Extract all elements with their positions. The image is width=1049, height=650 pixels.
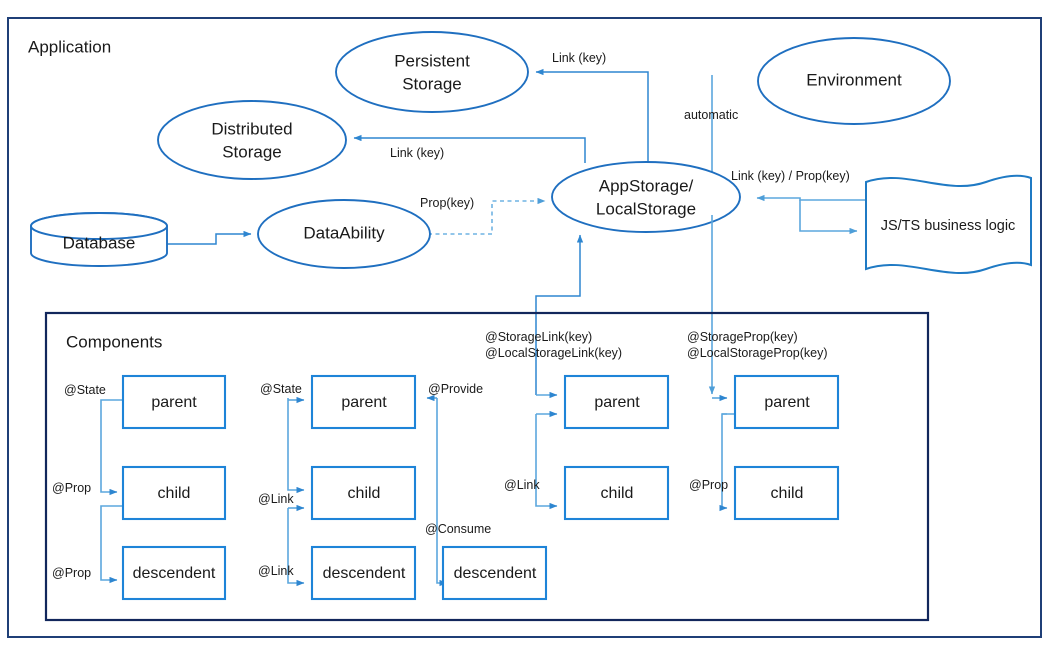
decorator-label-c2-link-descendent: @Link (258, 564, 294, 578)
distributed-storage-label-line2: Storage (222, 142, 282, 161)
c4-child-rect (733, 465, 840, 521)
component-box-c3-child[interactable]: child (563, 465, 670, 521)
component-box-c1-descendent[interactable]: descendent (121, 545, 227, 601)
appstorage-ellipse (551, 161, 741, 233)
edge-appstorage-to-persistent-storage (535, 68, 649, 163)
node-persistent-storage[interactable]: Persistent Storage (335, 31, 529, 113)
components-title: Components (66, 332, 162, 351)
node-distributed-storage[interactable]: Distributed Storage (157, 100, 347, 180)
component-box-c4-parent[interactable]: parent (733, 374, 840, 430)
edge-dataability-to-appstorage (428, 197, 546, 235)
database-cylinder-top (30, 212, 168, 240)
decorator-label-c2-link-child: @Link (258, 492, 294, 506)
component-box-c2-descendent[interactable]: descendent (310, 545, 417, 601)
component-box-c4-child[interactable]: child (733, 465, 840, 521)
c1-descendent-label: descendent (133, 565, 216, 582)
decorator-label-c3-link: @Link (504, 478, 540, 492)
dataability-label: DataAbility (303, 223, 385, 242)
storage-link-label-line1: @StorageLink(key) (485, 330, 592, 344)
c4-parent-rect (733, 374, 840, 430)
storage-prop-label-line2: @LocalStorageProp(key) (687, 346, 828, 360)
edge-label-dataability-prop: Prop(key) (420, 196, 474, 210)
business-logic-wave-shape (865, 174, 1032, 274)
decorator-label-c1-state: @State (64, 383, 106, 397)
edge-storagelink-to-appstorage (535, 234, 584, 395)
decorator-label-c4-prop: @Prop (689, 478, 728, 492)
storage-link-label-line2: @LocalStorageLink(key) (485, 346, 622, 360)
edge-database-to-dataability (167, 230, 252, 245)
application-title: Application (28, 37, 111, 56)
appstorage-label-line1: AppStorage/ (599, 176, 694, 195)
business-logic-label: JS/TS business logic (881, 218, 1016, 234)
c1-child-label: child (158, 485, 191, 502)
components-frame (44, 311, 930, 622)
component-box-c3-parent[interactable]: parent (563, 374, 670, 430)
distributed-storage-label-line1: Distributed (211, 119, 292, 138)
decorator-label-c2-consume: @Consume (425, 522, 491, 536)
appstorage-label-line2: LocalStorage (596, 199, 696, 218)
c2-parent-rect (310, 374, 417, 430)
dataability-ellipse (257, 199, 431, 269)
edge-c2-link-descendent (287, 508, 305, 587)
node-business-logic[interactable]: JS/TS business logic (865, 174, 1032, 274)
node-environment[interactable]: Environment (757, 37, 951, 125)
component-box-c2-consume-descendent[interactable]: descendent (441, 545, 548, 601)
edge-appstorage-to-distributed-storage (353, 134, 586, 163)
persistent-storage-label-line2: Storage (402, 74, 462, 93)
c2-descendent-rect (310, 545, 417, 601)
edge-business-logic-to-appstorage (756, 194, 866, 202)
component-box-c1-child[interactable]: child (121, 465, 227, 521)
persistent-storage-label-line1: Persistent (394, 51, 470, 70)
edge-c1-prop-child-to-descendent (100, 505, 123, 584)
edge-label-distributed-link: Link (key) (390, 146, 444, 160)
edge-label-automatic: automatic (684, 108, 738, 122)
decorator-label-c1-prop-child: @Prop (52, 481, 91, 495)
node-dataability[interactable]: DataAbility (257, 199, 431, 269)
storage-prop-label-line1: @StorageProp(key) (687, 330, 798, 344)
c1-parent-rect (121, 374, 227, 430)
edge-label-persistent-link: Link (key) (552, 51, 606, 65)
c1-parent-label: parent (151, 394, 197, 411)
edge-c2-state-spine (287, 398, 305, 494)
c2-consume-descendent-label: descendent (454, 565, 537, 582)
c2-consume-descendent-rect (441, 545, 548, 601)
c1-child-rect (121, 465, 227, 521)
edge-c3-link-spine (535, 414, 558, 510)
decorator-label-c2-state: @State (260, 382, 302, 396)
node-appstorage[interactable]: AppStorage/ LocalStorage (551, 161, 741, 233)
environment-label: Environment (806, 70, 902, 89)
decorator-label-c1-prop-descendent: @Prop (52, 566, 91, 580)
edge-appstorage-to-business-logic (799, 200, 858, 235)
distributed-storage-ellipse (157, 100, 347, 180)
component-box-c2-child[interactable]: child (310, 465, 417, 521)
edge-c1-state-to-prop-child (100, 399, 123, 496)
c4-child-label: child (771, 485, 804, 502)
component-box-c2-parent[interactable]: parent (310, 374, 417, 430)
c3-parent-rect (563, 374, 670, 430)
c2-child-label: child (348, 485, 381, 502)
c2-parent-label: parent (341, 394, 387, 411)
c2-descendent-label: descendent (323, 565, 406, 582)
c2-child-rect (310, 465, 417, 521)
environment-ellipse (757, 37, 951, 125)
component-box-c1-parent[interactable]: parent (121, 374, 227, 430)
node-database[interactable]: Database (30, 212, 168, 267)
c4-parent-label: parent (764, 394, 810, 411)
persistent-storage-ellipse (335, 31, 529, 113)
c3-child-rect (563, 465, 670, 521)
c3-child-label: child (601, 485, 634, 502)
c3-parent-label: parent (594, 394, 640, 411)
decorator-label-c2-provide: @Provide (428, 382, 483, 396)
c1-descendent-rect (121, 545, 227, 601)
edge-label-business-link-prop: Link (key) / Prop(key) (731, 169, 850, 183)
database-label: Database (63, 233, 136, 252)
